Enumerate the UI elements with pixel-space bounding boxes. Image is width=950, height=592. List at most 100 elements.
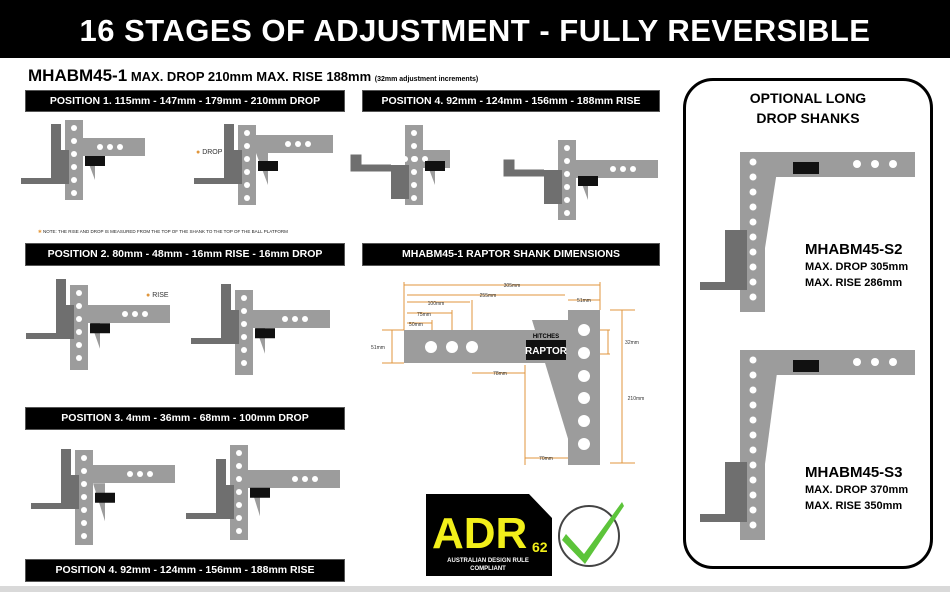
rise-annotation: ● RISE	[146, 292, 169, 299]
shank-hole	[295, 141, 301, 147]
note-text: NOTE: THE RISE AND DROP IS MEASURED FROM…	[43, 229, 288, 234]
plate-hole	[411, 182, 417, 188]
long-drop-shank-drawing	[700, 350, 915, 540]
plate-hole	[564, 145, 570, 151]
plate-hole	[564, 197, 570, 203]
shank-hole	[137, 471, 143, 477]
adr-text: ADR	[432, 509, 527, 558]
brand-hitches: HITCHES	[533, 334, 559, 340]
brand-logo-plate	[793, 360, 819, 372]
ball-mount	[725, 462, 747, 522]
dim-label: 78mm	[493, 371, 507, 377]
shank-plate	[70, 285, 88, 370]
shank-hole	[147, 471, 153, 477]
s2-rise: MAX. RISE 286mm	[805, 277, 903, 289]
plate-hole	[749, 293, 757, 301]
model-max-specs: MAX. DROP 210mm MAX. RISE 188mm	[130, 69, 372, 84]
shank-hole	[285, 141, 291, 147]
plate-hole	[749, 188, 757, 196]
adr-line1: AUSTRALIAN DESIGN RULE	[447, 558, 529, 564]
plate-hole	[81, 481, 87, 487]
ball-platform	[350, 154, 391, 172]
plate-hole	[749, 476, 757, 484]
plate-hole	[244, 169, 250, 175]
plate-hole	[71, 164, 77, 170]
shank-hole	[889, 358, 897, 366]
shank-hole	[871, 160, 879, 168]
plate-hole	[749, 401, 757, 409]
shank-hole	[402, 156, 408, 162]
brand-logo-plate	[95, 492, 115, 503]
plate-hole	[236, 515, 242, 521]
position-4-header: POSITION 4. 92mm - 124mm - 156mm - 188mm…	[25, 559, 345, 582]
optional-shank-s2: MHABM45-S2 MAX. DROP 305mm MAX. RISE 286…	[805, 240, 908, 291]
footer-strip	[0, 586, 950, 592]
drop-annotation-text: DROP	[202, 149, 223, 156]
shank-hole	[422, 156, 428, 162]
plate-hole	[749, 446, 757, 454]
plate-hole	[76, 342, 82, 348]
ball-platform	[700, 282, 735, 290]
shank-hole	[312, 476, 318, 482]
shank-hole	[292, 476, 298, 482]
plate-hole	[236, 489, 242, 495]
shank-drawing	[21, 120, 145, 200]
brand-logo-plate	[425, 161, 445, 171]
plate-hole	[71, 138, 77, 144]
plate-hole	[81, 494, 87, 500]
plate-hole	[749, 461, 757, 469]
ball-platform	[21, 124, 61, 184]
shank-holes	[425, 324, 590, 450]
plate-hole	[241, 360, 247, 366]
ball-mount	[391, 165, 409, 199]
plate-hole	[749, 356, 757, 364]
plate-hole	[244, 143, 250, 149]
dim-label: 32mm	[625, 340, 639, 346]
shank-drawing	[350, 125, 450, 205]
plate-hole	[81, 520, 87, 526]
plate-hole	[236, 502, 242, 508]
dim-label: 255mm	[480, 293, 497, 299]
shank-hole	[889, 160, 897, 168]
page-title: 16 STAGES OF ADJUSTMENT - FULLY REVERSIB…	[0, 0, 950, 58]
shank-drawing	[31, 449, 175, 545]
shank-hole	[132, 311, 138, 317]
ball-mount	[725, 230, 747, 290]
brand-logo-plate	[793, 162, 819, 174]
s3-drop: MAX. DROP 370mm	[805, 484, 909, 496]
plate-hole	[71, 151, 77, 157]
plate-hole	[236, 528, 242, 534]
plate-hole	[749, 491, 757, 499]
rise-annotation-text: RISE	[152, 292, 169, 299]
adr-number: 62	[532, 539, 548, 555]
plate-hole	[749, 158, 757, 166]
plate-hole	[564, 171, 570, 177]
ball-platform	[191, 284, 231, 344]
model-number: MHABM45-1	[28, 66, 128, 85]
plate-hole	[564, 158, 570, 164]
plate-hole	[244, 182, 250, 188]
plate-hole	[244, 195, 250, 201]
drop-annotation: ● DROP	[196, 149, 222, 156]
shank-drawing	[503, 140, 658, 220]
drop-dot-icon: ●	[196, 149, 203, 156]
position-2-header: POSITION 2. 80mm - 48mm - 16mm RISE - 16…	[25, 243, 345, 266]
shank-hole	[97, 144, 103, 150]
ball-platform	[26, 279, 66, 339]
measurement-note: ✱ NOTE: THE RISE AND DROP IS MEASURED FR…	[38, 229, 288, 235]
plate-hole	[81, 507, 87, 513]
shank-hole	[853, 358, 861, 366]
brand-logo-plate	[255, 328, 275, 339]
shank-hole	[292, 316, 298, 322]
plate-hole	[244, 156, 250, 162]
plate-hole	[236, 476, 242, 482]
brand-logo-plate	[250, 487, 270, 498]
ball-platform	[700, 514, 735, 522]
shank-plate	[558, 140, 576, 220]
plate-hole	[749, 263, 757, 271]
shank-drawing	[191, 284, 330, 375]
plate-hole	[564, 184, 570, 190]
shank-hole	[282, 316, 288, 322]
shank-hole	[620, 166, 626, 172]
